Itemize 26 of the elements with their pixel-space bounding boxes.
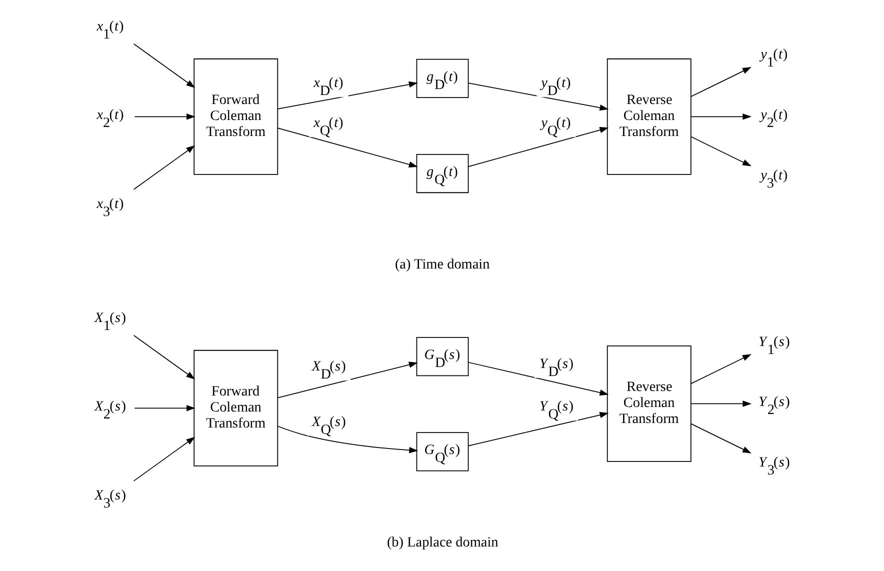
arrow (276, 128, 418, 168)
arrow (132, 436, 195, 482)
arrow (690, 67, 751, 97)
arrow (132, 145, 195, 190)
arrow (690, 136, 751, 166)
arrow (132, 43, 195, 88)
label: (b) Laplace domain (386, 534, 498, 551)
label: (a) Time domain (394, 256, 490, 272)
arrow (276, 81, 418, 110)
arrow (468, 362, 608, 396)
node-box: Reverse Coleman Transform (606, 346, 691, 462)
arrow (690, 114, 752, 120)
arrow (276, 362, 418, 398)
arrow (276, 426, 418, 454)
arrow (690, 400, 752, 407)
arrow (134, 114, 195, 120)
arrow (468, 127, 608, 167)
arrow (468, 82, 608, 111)
node-box: Forward Coleman Transform (193, 350, 278, 466)
node-box: Reverse Coleman Transform (606, 58, 691, 175)
node-box: Forward Coleman Transform (193, 58, 278, 175)
arrow (132, 334, 195, 380)
arrow (134, 405, 195, 412)
arrow (468, 412, 608, 446)
arrow (690, 423, 751, 454)
arrow (690, 354, 751, 384)
